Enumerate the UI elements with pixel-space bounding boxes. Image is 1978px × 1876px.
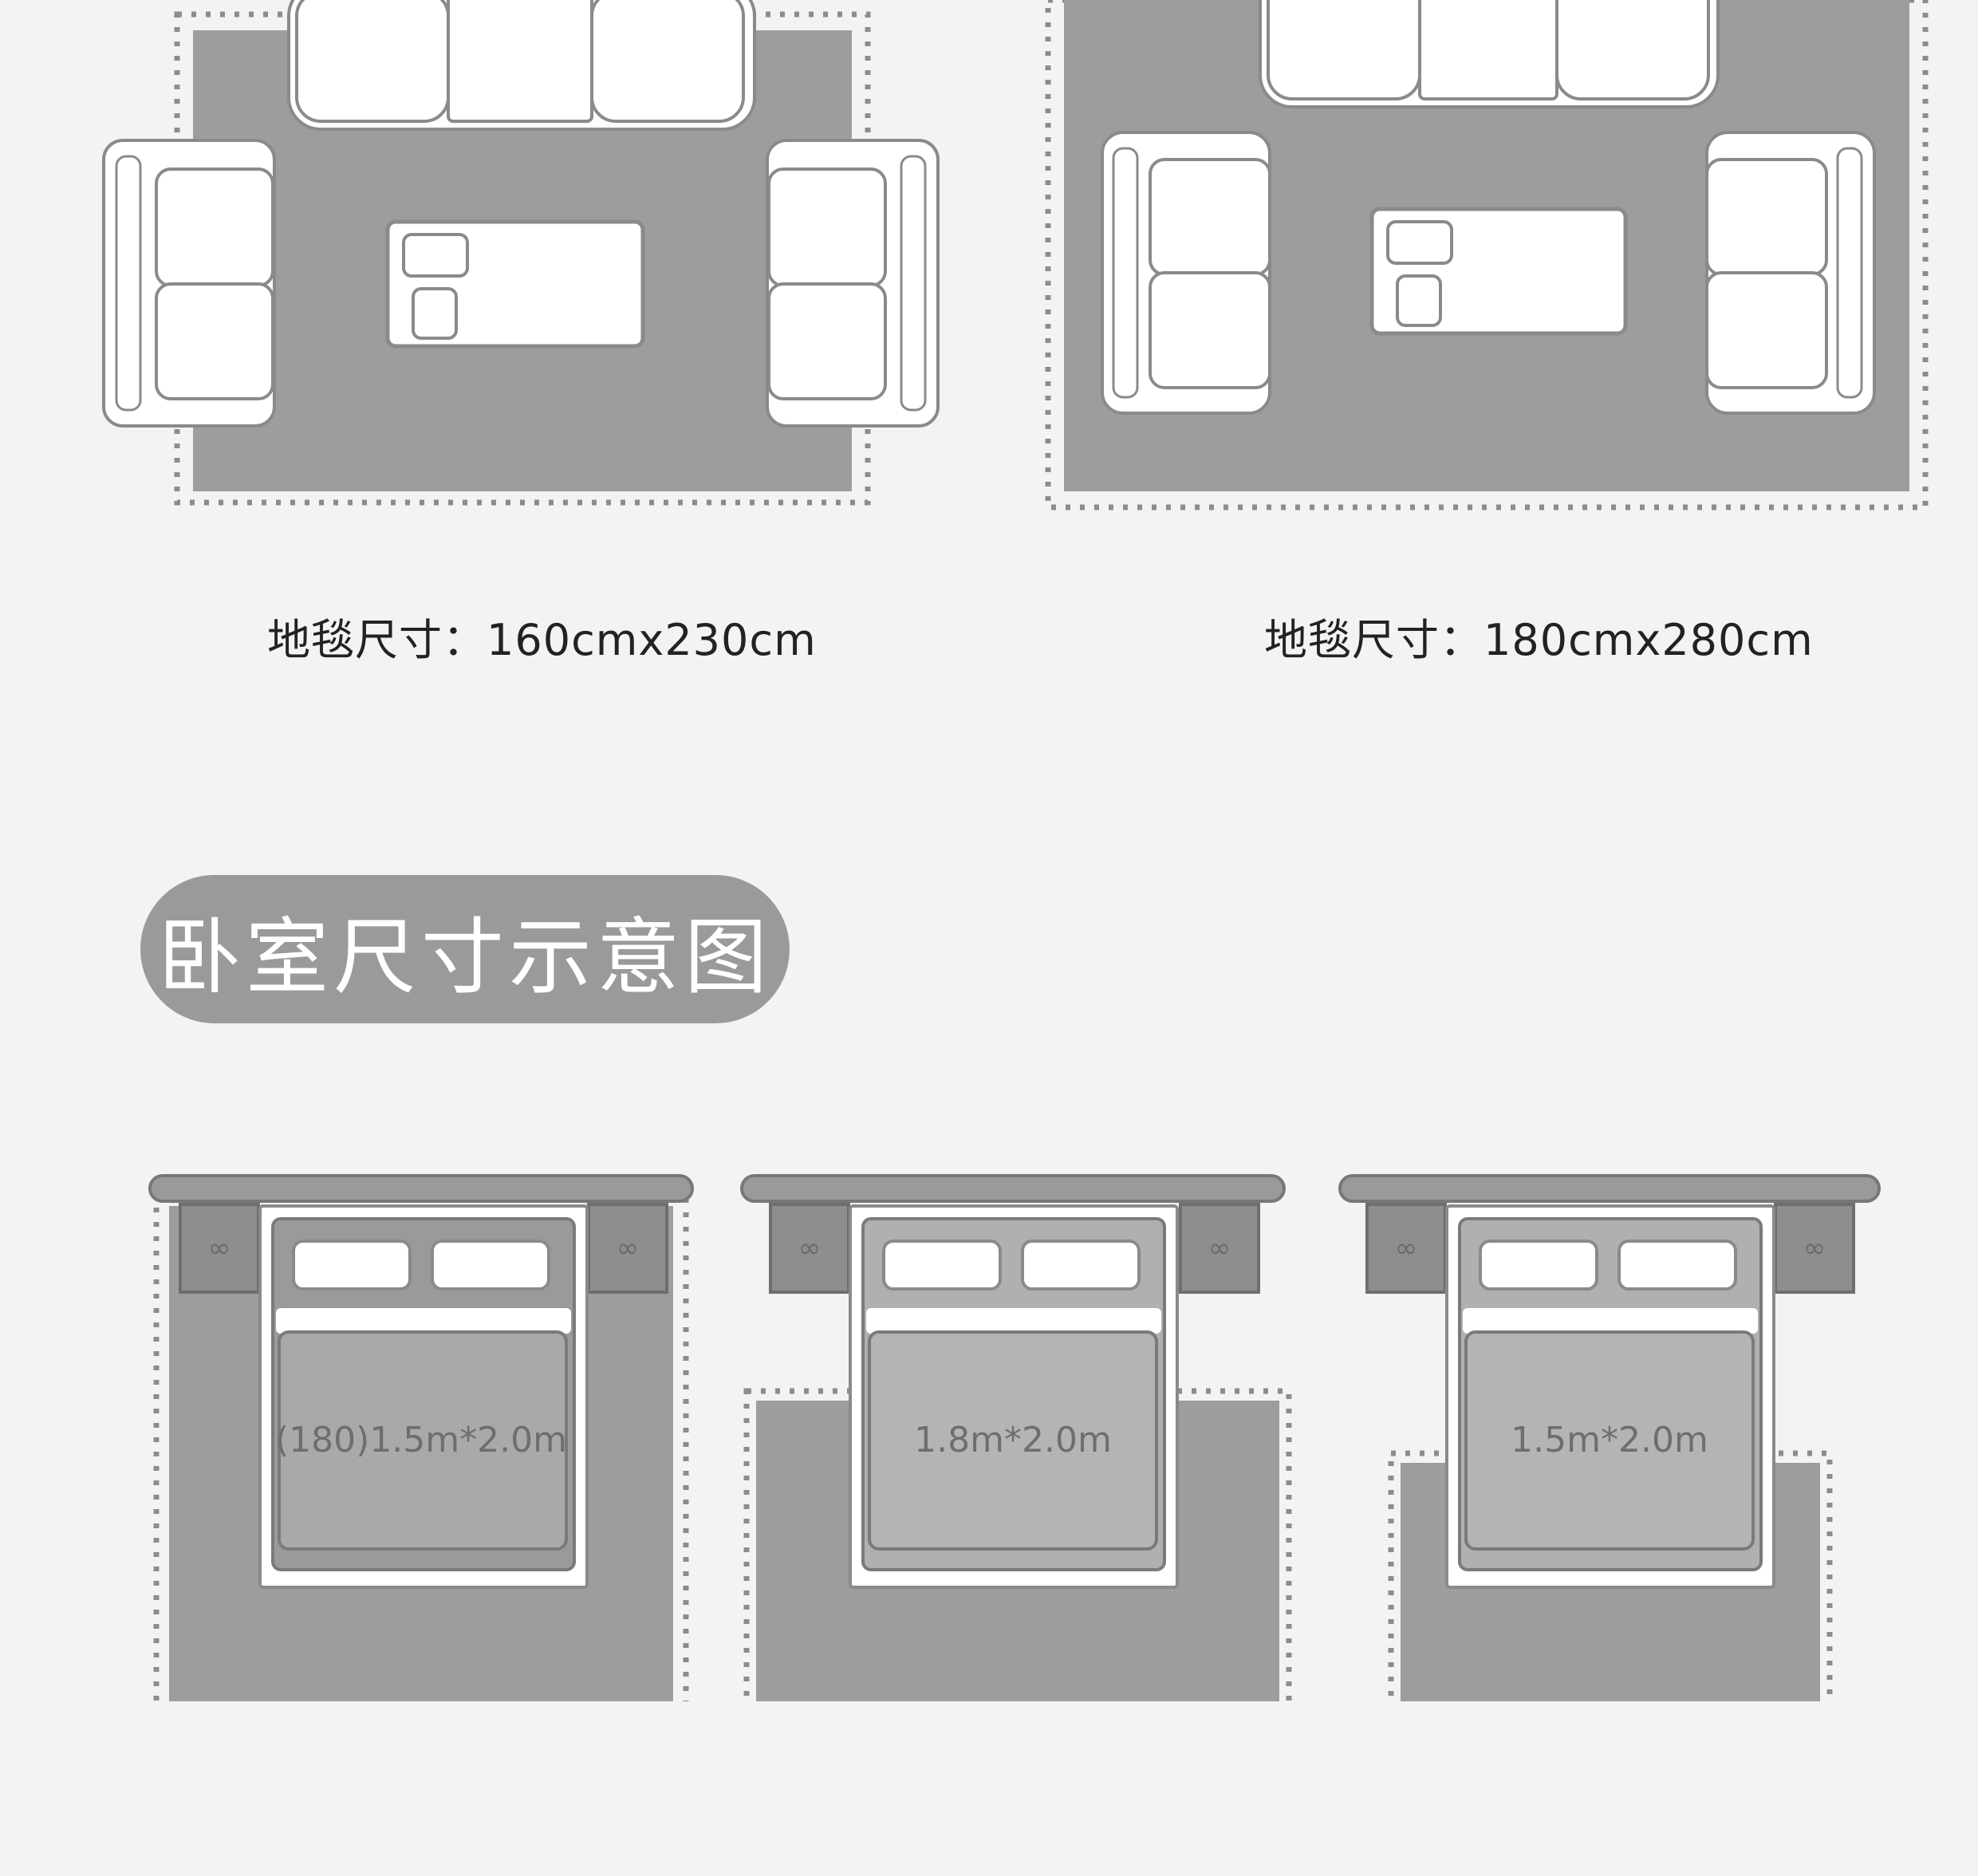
armchair-right <box>766 139 940 428</box>
armchair-left <box>1101 131 1271 415</box>
coffee-table <box>1369 207 1628 336</box>
living-room-layout-left <box>102 0 940 506</box>
bed: 1.8m*2.0m <box>849 1204 1179 1589</box>
three-seat-sofa <box>287 0 756 131</box>
headboard <box>148 1174 694 1203</box>
svg-text:∞: ∞ <box>798 1232 821 1264</box>
bottom-blank-area <box>0 1701 1978 1876</box>
bedroom-layout-3: ∞ ∞ 1.5m*2.0m <box>1338 1174 1881 1707</box>
headboard <box>1338 1174 1881 1203</box>
nightstand-right: ∞ <box>1774 1203 1855 1294</box>
rug-size-caption-left: 地毯尺寸：160cmx230cm <box>267 615 817 665</box>
nightstand-left: ∞ <box>1365 1203 1447 1294</box>
coffee-table <box>385 219 645 349</box>
nightstand-left: ∞ <box>769 1203 850 1294</box>
bedroom-section-title: 卧室尺寸示意图 <box>157 908 772 1006</box>
nightstand-right: ∞ <box>1179 1203 1260 1294</box>
svg-text:∞: ∞ <box>1803 1232 1826 1264</box>
headboard <box>740 1174 1286 1203</box>
bed-size-label: 1.5m*2.0m <box>1511 1420 1708 1460</box>
svg-text:∞: ∞ <box>208 1232 231 1264</box>
three-seat-sofa <box>1259 0 1720 108</box>
living-room-diagrams <box>102 0 1929 510</box>
bedroom-layout-1: ∞ ∞ (180)1.5m*2.0m <box>148 1174 694 1707</box>
armchair-right <box>1705 131 1876 415</box>
bed: (180)1.5m*2.0m <box>258 1204 589 1589</box>
bedroom-layout-2: ∞ ∞ 1.8m*2.0m <box>740 1174 1292 1707</box>
rug-size-caption-right: 地毯尺寸：180cmx280cm <box>1264 615 1814 665</box>
svg-text:∞: ∞ <box>1208 1232 1231 1264</box>
rug-outline-dashed <box>1045 0 1929 510</box>
svg-text:∞: ∞ <box>617 1232 639 1264</box>
bed: 1.5m*2.0m <box>1445 1204 1775 1589</box>
rug-outline-dashed <box>153 1193 689 1707</box>
nightstand-right: ∞ <box>587 1203 668 1294</box>
nightstand-left: ∞ <box>179 1203 260 1294</box>
bedroom-diagrams: ∞ ∞ (180)1.5m*2.0m ∞ <box>148 1174 1881 1707</box>
living-room-layout-right <box>1045 0 1929 510</box>
bed-size-label: (180)1.5m*2.0m <box>275 1420 567 1460</box>
bed-size-label: 1.8m*2.0m <box>914 1420 1112 1460</box>
bedroom-section-title-badge: 卧室尺寸示意图 <box>140 875 790 1023</box>
armchair-left <box>102 139 276 428</box>
svg-text:∞: ∞ <box>1395 1232 1417 1264</box>
